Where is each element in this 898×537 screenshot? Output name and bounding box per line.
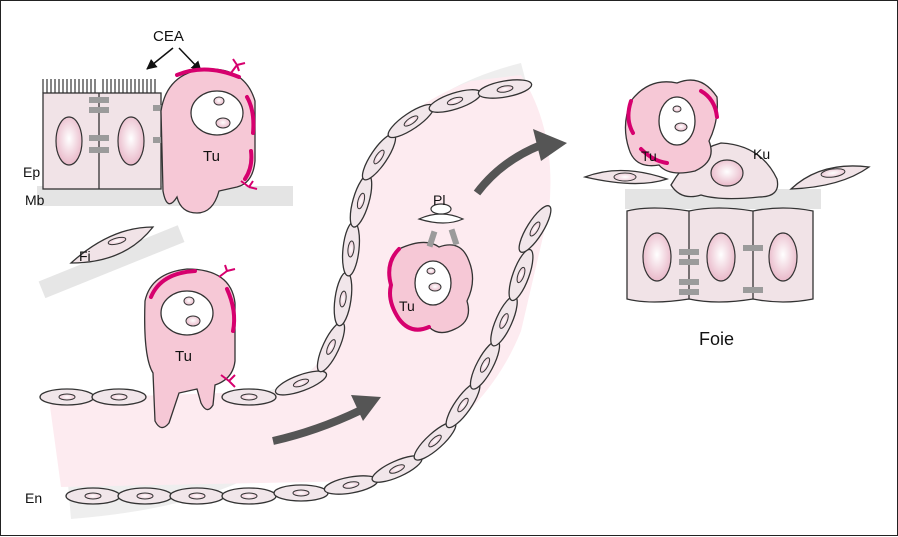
label-pl: Pl <box>433 192 445 208</box>
label-ku: Ku <box>753 146 770 162</box>
label-cea: CEA <box>153 28 184 45</box>
label-mb: Mb <box>25 192 45 208</box>
label-ep: Ep <box>23 164 40 180</box>
label-tu-top: Tu <box>203 148 220 165</box>
cea-arrows <box>147 48 201 71</box>
label-tu-invading: Tu <box>175 348 192 365</box>
label-fi: Fi <box>79 248 91 264</box>
label-tu-circulating: Tu <box>399 298 415 314</box>
label-foie: Foie <box>699 329 734 349</box>
liver <box>585 80 869 302</box>
label-en: En <box>25 490 42 506</box>
label-tu-liver: Tu <box>641 148 657 164</box>
tumor-cell-liver <box>625 80 717 173</box>
